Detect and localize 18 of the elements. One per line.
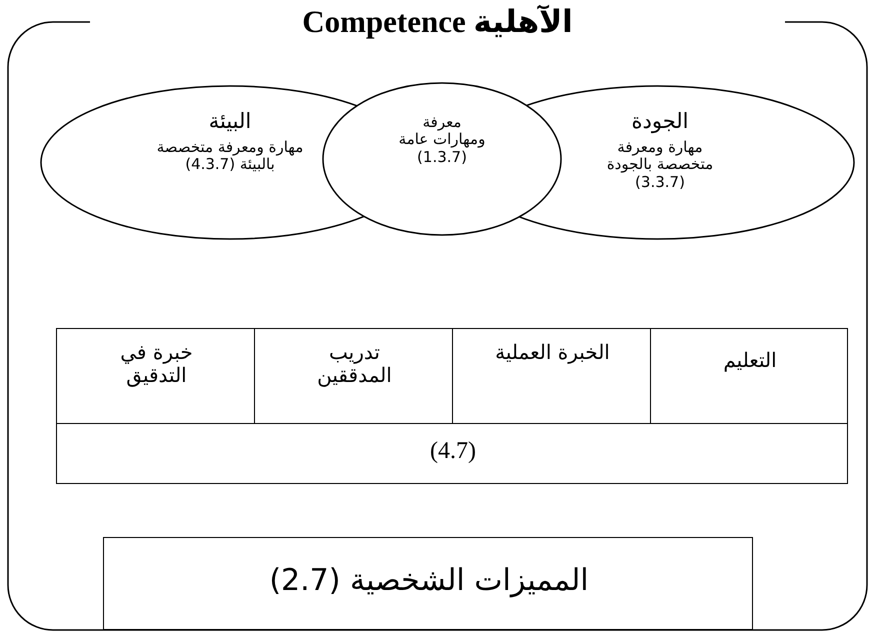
rounded-frame <box>8 4 868 631</box>
table-cell-text: التعليم <box>722 349 778 372</box>
frame-heading: الآهلية Competence <box>301 4 574 40</box>
ellipse-heading: البيئة <box>208 109 252 134</box>
table-cell <box>56 423 848 484</box>
table-cell-text: الخبرة العملية <box>494 341 611 364</box>
ellipse-text: مهارة ومعرفة متخصصة بالجودة (3.3.7) <box>606 139 714 191</box>
circle-text: معرفة ومهارات عامة (1.3.7) <box>398 114 486 166</box>
text-box <box>103 537 753 630</box>
table-cell <box>650 328 848 424</box>
ellipse-heading: الجودة <box>630 109 690 134</box>
table-cell-text: تدريب المدققين <box>316 341 393 387</box>
table-cell-text: خبرة في التدقيق <box>119 341 194 387</box>
ellipse-text: مهارة ومعرفة متخصصة بالبيئة (4.3.7) <box>156 139 304 174</box>
venn-ellipse <box>322 82 562 236</box>
table-cell-text: (4.7) <box>429 438 477 466</box>
box-text: المميزات الشخصية (2.7) <box>268 564 590 598</box>
table-cell <box>56 328 255 424</box>
